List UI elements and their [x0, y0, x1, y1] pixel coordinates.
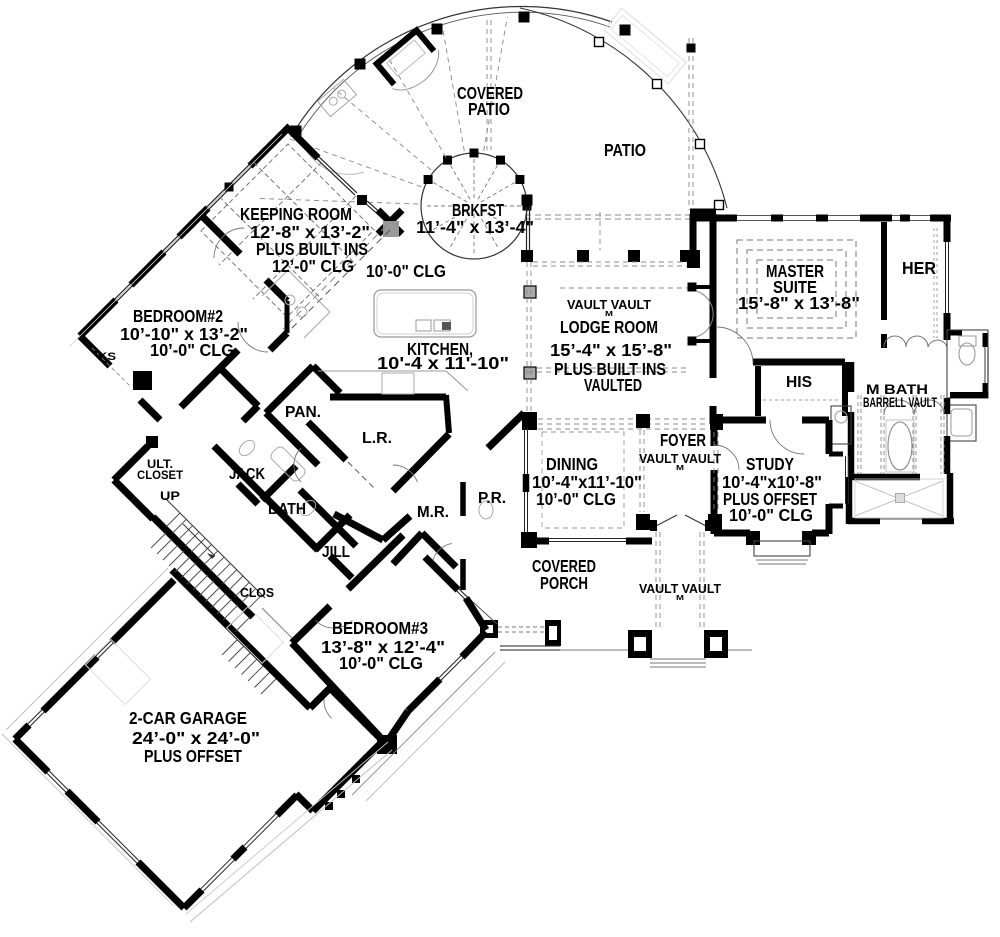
svg-text:KS: KS: [98, 351, 116, 363]
svg-text:M: M: [605, 311, 613, 318]
svg-text:PORCH: PORCH: [540, 573, 588, 593]
svg-text:VAULT VAULT: VAULT VAULT: [639, 451, 721, 466]
svg-text:CLOS: CLOS: [240, 585, 274, 600]
svg-text:11’-4" x 13’-4": 11’-4" x 13’-4": [416, 217, 534, 237]
svg-text:JILL: JILL: [322, 544, 350, 561]
svg-text:M: M: [676, 465, 684, 472]
svg-text:FOYER: FOYER: [660, 430, 706, 450]
svg-text:STUDY: STUDY: [746, 454, 794, 474]
svg-text:KITCHEN,: KITCHEN,: [407, 339, 473, 359]
svg-text:UP: UP: [160, 489, 180, 503]
svg-text:PLUS OFFSET: PLUS OFFSET: [723, 489, 817, 509]
svg-text:12’-0" CLG: 12’-0" CLG: [272, 256, 354, 276]
svg-text:PLUS BUILT INS: PLUS BUILT INS: [554, 359, 666, 379]
svg-text:VAULTED: VAULTED: [584, 375, 642, 395]
svg-text:BEDROOM#2: BEDROOM#2: [133, 306, 223, 326]
svg-text:L.R.: L.R.: [362, 430, 392, 447]
svg-text:10’-0" CLG: 10’-0" CLG: [536, 489, 616, 509]
svg-text:15’-4" x 15’-8": 15’-4" x 15’-8": [550, 340, 672, 360]
svg-text:13’-8" x 12’-4": 13’-8" x 12’-4": [321, 637, 445, 657]
svg-text:2-CAR GARAGE: 2-CAR GARAGE: [129, 708, 247, 728]
svg-text:MASTER: MASTER: [766, 261, 824, 281]
svg-text:COVERED: COVERED: [457, 83, 523, 103]
svg-text:10'-4 x 11'-10": 10'-4 x 11'-10": [377, 353, 509, 373]
svg-text:HER: HER: [902, 258, 936, 278]
svg-text:10’-4"x10’-8": 10’-4"x10’-8": [722, 472, 822, 492]
svg-text:PAN.: PAN.: [285, 404, 321, 421]
svg-text:10’-0" CLG: 10’-0" CLG: [339, 653, 423, 673]
svg-text:KEEPING ROOM: KEEPING ROOM: [240, 204, 352, 224]
svg-text:10’-0" CLG: 10’-0" CLG: [366, 261, 446, 281]
svg-text:COVERED: COVERED: [532, 556, 596, 576]
svg-text:10’-0" CLG: 10’-0" CLG: [729, 505, 813, 525]
svg-text:JACK: JACK: [229, 466, 266, 483]
svg-text:PATIO: PATIO: [468, 99, 510, 119]
svg-text:BRKFST: BRKFST: [452, 200, 504, 220]
svg-text:10’-10" x 13’-2": 10’-10" x 13’-2": [120, 324, 248, 344]
svg-text:M BATH: M BATH: [866, 381, 928, 397]
svg-text:12’-8" x 13’-2": 12’-8" x 13’-2": [250, 222, 370, 242]
svg-text:15’-8" x 13’-8": 15’-8" x 13’-8": [738, 293, 860, 313]
svg-text:P.R.: P.R.: [478, 490, 506, 507]
svg-text:BATH: BATH: [268, 501, 306, 518]
svg-text:VAULT VAULT: VAULT VAULT: [639, 581, 721, 596]
svg-text:M.R.: M.R.: [417, 504, 449, 521]
svg-text:24’-0" x 24’-0": 24’-0" x 24’-0": [132, 728, 260, 748]
svg-text:SUITE: SUITE: [773, 277, 817, 297]
svg-text:BARRELL VAULT: BARRELL VAULT: [863, 394, 937, 410]
svg-text:BEDROOM#3: BEDROOM#3: [332, 618, 428, 638]
svg-text:LODGE ROOM: LODGE ROOM: [560, 317, 658, 337]
svg-text:DINING: DINING: [546, 454, 598, 474]
svg-text:ULT.: ULT.: [147, 457, 173, 471]
svg-text:VAULT VAULT: VAULT VAULT: [567, 297, 651, 312]
svg-text:HIS: HIS: [786, 374, 812, 391]
svg-text:PATIO: PATIO: [604, 140, 646, 160]
svg-text:PLUS BUILT INS: PLUS BUILT INS: [256, 239, 368, 259]
svg-text:10’-4"x11’-10": 10’-4"x11’-10": [532, 472, 642, 492]
svg-text:CLOSET: CLOSET: [137, 468, 184, 482]
svg-text:PLUS OFFSET: PLUS OFFSET: [144, 746, 242, 766]
svg-text:M: M: [676, 595, 684, 602]
svg-text:10’-0" CLG: 10’-0" CLG: [150, 340, 234, 360]
